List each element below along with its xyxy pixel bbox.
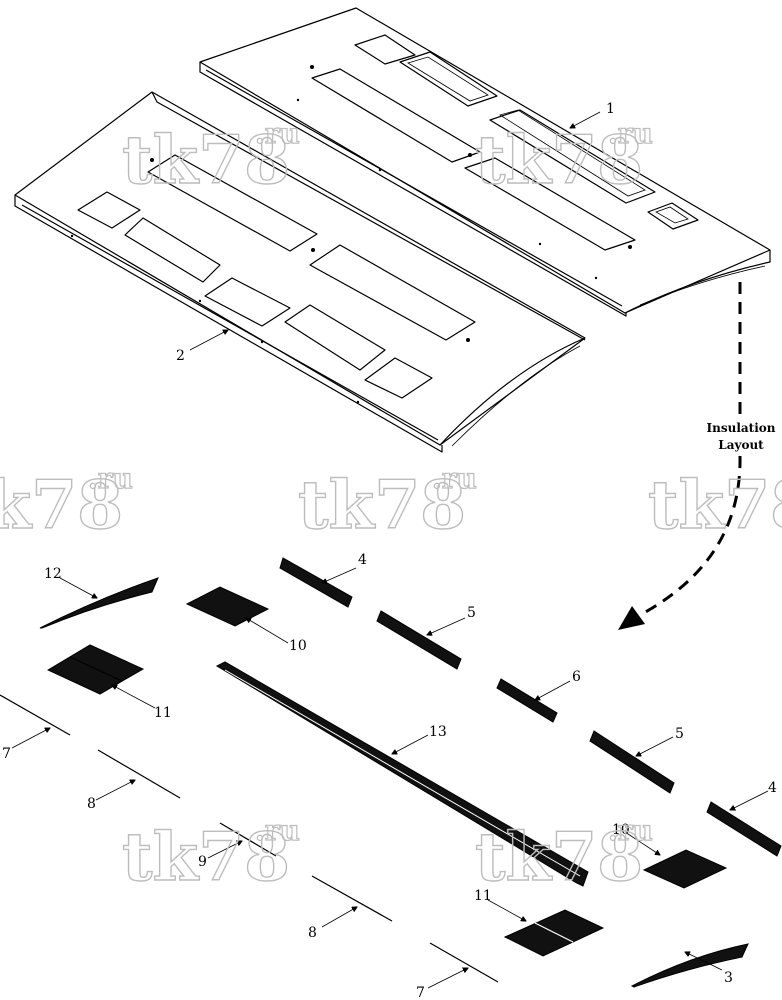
callout-5-lower: 5 <box>675 726 684 742</box>
part-9 <box>219 822 277 857</box>
part-3 <box>630 943 749 988</box>
note-line-1: Insulation <box>707 421 776 435</box>
part-11-left <box>46 644 145 695</box>
callout-5-upper: 5 <box>467 605 476 621</box>
callout-3: 3 <box>724 970 733 986</box>
callout-labels: 1 2 12 4 10 5 11 6 13 5 7 8 4 10 9 8 11 … <box>2 101 777 1000</box>
svg-text:.ru: .ru <box>88 462 133 495</box>
callout-10-upper: 10 <box>289 638 307 654</box>
part-4-lower <box>706 801 782 857</box>
svg-text:tk78: tk78 <box>648 466 782 544</box>
roof-panel-1 <box>199 7 771 317</box>
insulation-layout-note: Insulation Layout <box>704 420 778 456</box>
part-10-right <box>642 849 728 889</box>
part-10-left <box>185 586 270 627</box>
insulation-layout-arrow <box>618 282 742 630</box>
callout-10-lower: 10 <box>612 822 630 838</box>
callout-11-lower: 11 <box>474 888 492 904</box>
svg-text:tk78: tk78 <box>475 121 643 199</box>
svg-text:tk78: tk78 <box>475 818 643 896</box>
svg-text:.ru: .ru <box>608 117 653 150</box>
svg-text:.ru: .ru <box>432 462 477 495</box>
part-5-upper <box>376 610 462 670</box>
svg-text:.ru: .ru <box>255 814 300 847</box>
callout-7-lower: 7 <box>416 985 425 1000</box>
svg-text:tk78: tk78 <box>298 466 466 544</box>
svg-text:tk78: tk78 <box>122 818 290 896</box>
svg-text:.ru: .ru <box>608 814 653 847</box>
note-line-2: Layout <box>718 438 764 452</box>
callout-6: 6 <box>572 669 581 685</box>
callout-7-upper: 7 <box>2 746 11 762</box>
part-8-lower <box>311 875 393 922</box>
callout-11-left: 11 <box>154 705 172 721</box>
part-7-lower <box>429 942 499 983</box>
watermarks: tk78 .ru tk78 .ru tk78 .ru tk78 .ru tk78… <box>0 116 782 896</box>
svg-text:tk78: tk78 <box>122 121 290 199</box>
part-5-lower <box>589 730 675 794</box>
svg-text:.ru: .ru <box>255 117 300 150</box>
callout-8-lower: 8 <box>308 925 317 941</box>
callout-1: 1 <box>606 101 615 117</box>
leader-lines <box>11 111 769 989</box>
part-7-upper <box>0 694 71 736</box>
part-6 <box>496 678 558 723</box>
part-4-upper <box>279 557 353 608</box>
part-8-upper <box>97 749 181 799</box>
part-13 <box>215 661 589 887</box>
callout-13: 13 <box>429 724 447 740</box>
callout-8-upper: 8 <box>87 796 96 812</box>
insulation-layout <box>0 557 782 988</box>
svg-text:tk78: tk78 <box>0 466 123 544</box>
roof-panel-2 <box>14 91 586 453</box>
callout-12: 12 <box>44 566 62 582</box>
callout-4-lower: 4 <box>768 780 777 796</box>
callout-4-upper: 4 <box>358 552 367 568</box>
callout-2: 2 <box>176 348 185 364</box>
part-12 <box>39 577 159 629</box>
callout-9: 9 <box>198 854 207 870</box>
